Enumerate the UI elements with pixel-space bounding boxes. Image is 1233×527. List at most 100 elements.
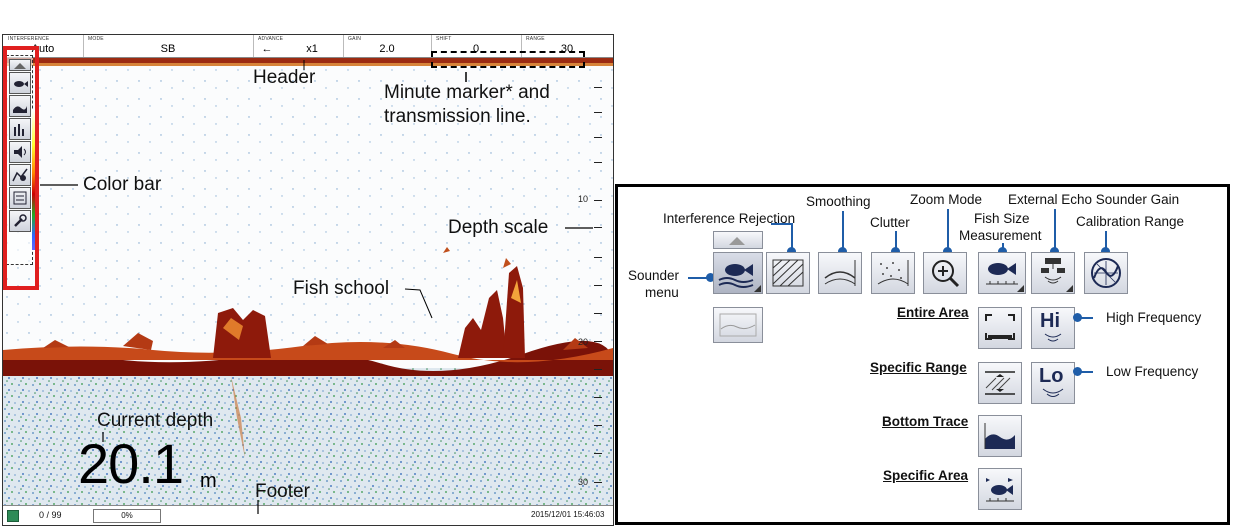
expand-icon — [985, 314, 1015, 340]
menu-diagram-panel: Interference Rejection Smoothing Clutter… — [615, 184, 1230, 525]
connector-line — [791, 223, 793, 251]
connector-line — [842, 211, 844, 251]
callout-minute-marker-1: Minute marker* and — [384, 82, 550, 103]
bottom-trace-icon — [719, 313, 757, 337]
depth-tick — [594, 397, 602, 398]
depth-tick — [594, 200, 602, 201]
specific-area-button[interactable] — [978, 468, 1022, 510]
depth-tick — [594, 369, 602, 370]
external-gain-button[interactable] — [1031, 252, 1075, 294]
wrench-icon — [14, 214, 27, 227]
footer-count: 0 / 99 — [39, 510, 62, 520]
sounder-menu-button[interactable] — [713, 252, 763, 294]
up-arrow-icon — [729, 237, 745, 245]
depth-label-30: 30 — [578, 477, 589, 487]
callout-fish-school: Fish school — [293, 278, 390, 299]
zoom-icon — [932, 260, 960, 288]
connector-line — [1075, 371, 1093, 373]
color-bar-highlight — [3, 46, 39, 290]
bottom-trace-button[interactable] — [978, 415, 1022, 457]
range-caption: RANGE — [526, 36, 545, 42]
depth-tick — [594, 162, 602, 163]
header-shift[interactable]: SHIFT 0 — [431, 35, 522, 57]
submenu-indicator-icon — [754, 285, 761, 292]
high-frequency-button[interactable]: Hi — [1031, 307, 1075, 349]
clutter-icon — [877, 260, 909, 286]
clutter-button[interactable] — [871, 252, 915, 294]
connector-dot — [1101, 247, 1110, 256]
label-bottom-trace: Bottom Trace — [882, 414, 969, 429]
label-zoom-mode: Zoom Mode — [910, 192, 983, 207]
label-sounder-menu-1: Sounder — [628, 268, 680, 283]
connector-line — [1075, 317, 1093, 319]
connector-line — [1105, 231, 1107, 251]
menu-up-button[interactable] — [9, 59, 31, 71]
connector-line — [688, 277, 710, 279]
depth-tick — [594, 87, 602, 88]
hi-glyph: Hi — [1040, 310, 1060, 332]
label-clutter: Clutter — [870, 215, 910, 230]
menu-settings-button[interactable] — [9, 210, 31, 232]
menu-bar-chart-button[interactable] — [9, 118, 31, 140]
lo-glyph: Lo — [1039, 365, 1064, 387]
footer-bar: 0 / 99 0% 2015/12/01 15:46:03 — [3, 505, 613, 525]
footer-datetime: 2015/12/01 15:46:03 — [531, 510, 605, 519]
callout-depth-scale: Depth scale — [448, 217, 549, 238]
bottom-trace-view-button[interactable] — [713, 307, 763, 343]
label-specific-area: Specific Area — [883, 468, 969, 483]
interference-caption: INTERFERENCE — [8, 36, 50, 42]
depth-tick — [594, 285, 602, 286]
bottom-trace-icon — [984, 423, 1015, 449]
calibration-range-button[interactable] — [1084, 252, 1128, 294]
depth-scale — [592, 57, 606, 497]
depth-tick — [594, 227, 602, 228]
depth-label-10: 10 — [578, 194, 589, 204]
label-interference-rejection: Interference Rejection — [663, 211, 796, 226]
bottom-trace-icon — [13, 106, 27, 113]
depth-tick — [594, 341, 602, 342]
current-depth-unit: m — [200, 470, 217, 492]
range-icon — [985, 371, 1015, 395]
shift-value: 0 — [472, 43, 480, 55]
sounder-menu-column — [6, 55, 33, 265]
transducer-icon — [1041, 258, 1065, 284]
advance-caption: ADVANCE — [258, 36, 284, 42]
echogram — [3, 58, 613, 505]
menu-bottom-trace-button[interactable] — [9, 95, 31, 117]
menu-chart-button[interactable] — [9, 164, 31, 186]
equalizer-icon — [13, 191, 27, 205]
status-led-icon — [7, 510, 19, 522]
label-high-frequency: High Frequency — [1106, 310, 1202, 325]
sounder-screen: INTERFERENCE Auto MODE SB ADVANCE ← x1 G… — [2, 34, 614, 526]
fish-icon — [14, 81, 28, 87]
interference-icon — [772, 259, 804, 287]
entire-area-button[interactable] — [978, 307, 1022, 349]
footer-percent: 0% — [93, 509, 161, 523]
header-mode[interactable]: MODE SB — [83, 35, 254, 57]
menu-up-button[interactable] — [713, 231, 763, 249]
connector-dot — [998, 247, 1007, 256]
fish-icon — [718, 264, 754, 288]
menu-speaker-button[interactable] — [9, 141, 31, 163]
smoothing-button[interactable] — [818, 252, 862, 294]
mode-value: SB — [160, 43, 176, 55]
smoothing-icon — [824, 260, 856, 286]
label-specific-range: Specific Range — [870, 360, 967, 375]
menu-fish-button[interactable] — [9, 72, 31, 94]
connector-line — [947, 209, 949, 251]
header-gain[interactable]: GAIN 2.0 — [343, 35, 432, 57]
low-frequency-button[interactable]: Lo — [1031, 362, 1075, 404]
zoom-mode-button[interactable] — [923, 252, 967, 294]
connector-dot — [787, 247, 796, 256]
callout-current-depth: Current depth — [97, 410, 214, 431]
minute-marker-box — [431, 51, 585, 68]
header-advance[interactable]: ADVANCE ← x1 — [253, 35, 344, 57]
label-external-gain: External Echo Sounder Gain — [1008, 192, 1180, 207]
fish-size-button[interactable] — [978, 252, 1026, 294]
speaker-icon — [14, 146, 26, 158]
gain-caption: GAIN — [348, 36, 362, 42]
specific-range-button[interactable] — [978, 362, 1022, 404]
interference-rejection-button[interactable] — [766, 252, 810, 294]
label-fish-size-2: Measurement — [959, 228, 1042, 243]
menu-equalizer-button[interactable] — [9, 187, 31, 209]
